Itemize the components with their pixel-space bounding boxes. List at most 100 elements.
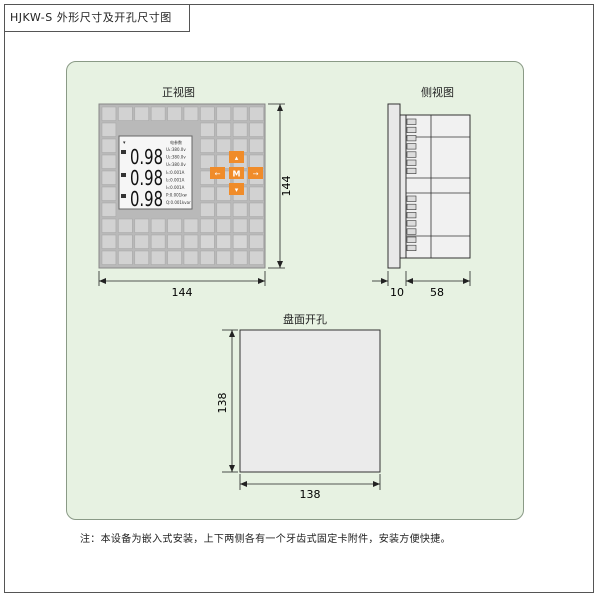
bezel-cell — [101, 106, 117, 121]
bezel-cell — [216, 186, 231, 201]
lcd-param: U₂:380.0v — [166, 155, 186, 160]
bezel-cell — [232, 250, 248, 265]
clip-tooth-upper — [406, 118, 417, 125]
front-height-value: 144 — [280, 176, 293, 197]
side-front-plate — [387, 103, 401, 269]
bezel-cell — [216, 106, 231, 121]
bezel-cell — [232, 234, 248, 249]
bezel-cell — [134, 250, 149, 265]
lcd-param: Q:0.001kvar — [166, 200, 191, 205]
bezel-cell — [118, 106, 133, 121]
bezel-cell — [183, 106, 199, 121]
side-view-title: 侧视图 — [421, 86, 454, 99]
bezel-cell — [216, 218, 231, 233]
bezel-cell — [167, 218, 182, 233]
bezel-cell — [232, 106, 248, 121]
side-neck — [399, 114, 407, 259]
lcd-marker-1 — [121, 150, 126, 154]
front-width-value: 144 — [172, 286, 193, 299]
bezel-cell — [167, 106, 182, 121]
bezel-cell — [200, 106, 215, 121]
bezel-cell — [101, 154, 117, 169]
bezel-cell — [249, 186, 264, 201]
cutout-view: 138 138 — [216, 329, 381, 501]
front-view-title: 正视图 — [162, 86, 195, 99]
side-view: 10 58 — [372, 103, 471, 299]
bezel-cell — [249, 250, 264, 265]
clip-tooth-lower — [406, 220, 417, 227]
bezel-cell — [200, 138, 215, 153]
clip-tooth-lower — [406, 203, 417, 210]
bezel-cell — [183, 218, 199, 233]
bezel-cell — [232, 138, 248, 153]
bezel-cell — [150, 106, 166, 121]
bezel-cell — [150, 234, 166, 249]
clip-tooth-lower — [406, 212, 417, 219]
bezel-cell — [200, 234, 215, 249]
bezel-cell — [134, 234, 149, 249]
cutout-height-value: 138 — [216, 393, 229, 414]
bezel-cell — [118, 250, 133, 265]
drawing-title: HJKW-S 外形尺寸及开孔尺寸图 — [4, 4, 190, 32]
clip-tooth-upper — [406, 126, 417, 133]
key-left — [210, 167, 225, 179]
clip-tooth-lower — [406, 195, 417, 202]
bezel-cell — [101, 234, 117, 249]
key-down-label: ▾ — [235, 186, 239, 194]
lcd-marker-2 — [121, 173, 126, 177]
lcd-display — [118, 135, 193, 210]
bezel-cell — [101, 186, 117, 201]
bezel-cell — [183, 250, 199, 265]
clip-tooth-upper — [406, 143, 417, 150]
cutout-width-value: 138 — [300, 488, 321, 501]
bezel-cell — [200, 122, 215, 137]
bezel-cell — [249, 106, 264, 121]
front-view: 电参数 ▾ 0.98 0.98 0.98 U₁:380.0vU₂:380.0vU… — [98, 103, 293, 299]
lcd-reading-3: 0.98 — [130, 187, 163, 211]
bezel-cell — [232, 202, 248, 217]
bezel-cell — [249, 138, 264, 153]
lcd-reading-2: 0.98 — [130, 166, 163, 190]
lcd-param: P:0.001kw — [166, 193, 188, 198]
lcd-param: U₁:380.0v — [166, 147, 186, 152]
bezel-cell — [249, 234, 264, 249]
bezel-cell — [216, 202, 231, 217]
bezel-cell — [183, 234, 199, 249]
lcd-param-list: U₁:380.0vU₂:380.0vU₃:380.0vI₁:0.001AI₂:0… — [166, 147, 191, 205]
installation-note: 注：本设备为嵌入式安装，上下两侧各有一个牙齿式固定卡附件，安装方便快捷。 — [80, 534, 451, 545]
bezel-cell — [200, 186, 215, 201]
cutout-rect — [239, 329, 381, 473]
bezel-cell — [200, 218, 215, 233]
clip-tooth-upper — [406, 135, 417, 142]
side-clip-teeth — [406, 118, 417, 251]
clip-tooth-upper — [406, 167, 417, 174]
key-left-label: ← — [215, 170, 221, 178]
bezel-cell — [101, 138, 117, 153]
bezel-cell — [101, 250, 117, 265]
bezel-cell — [216, 250, 231, 265]
lcd-param: U₃:380.0v — [166, 162, 186, 167]
bezel-cell — [101, 218, 117, 233]
bezel-cell — [249, 218, 264, 233]
bezel-cell — [200, 202, 215, 217]
bezel-cell — [118, 234, 133, 249]
bezel-cell — [134, 218, 149, 233]
bezel-cell — [167, 250, 182, 265]
clip-tooth-lower — [406, 228, 417, 235]
front-grid-cells — [101, 106, 264, 265]
bezel-cell — [216, 154, 231, 169]
bezel-cell — [167, 234, 182, 249]
lcd-marker-3 — [121, 194, 126, 198]
bezel-cell — [216, 234, 231, 249]
drawing-frame — [4, 4, 594, 593]
bezel-cell — [232, 122, 248, 137]
bezel-cell — [150, 218, 166, 233]
key-up — [229, 151, 244, 163]
key-menu — [229, 167, 244, 179]
clip-tooth-lower — [406, 244, 417, 251]
key-down — [229, 183, 244, 195]
key-right — [248, 167, 263, 179]
lcd-param: I₃:0.001A — [166, 185, 185, 190]
bezel-cell — [150, 250, 166, 265]
